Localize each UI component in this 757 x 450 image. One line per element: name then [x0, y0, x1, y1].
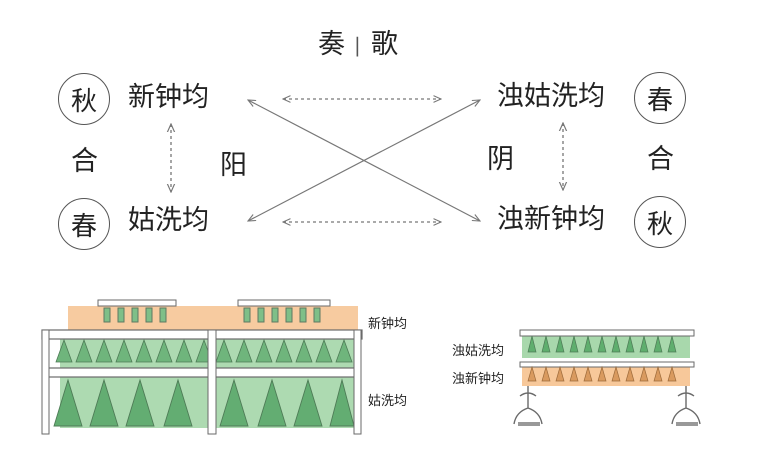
- left-mid-char: 合: [71, 146, 98, 177]
- top-left-char: 奏: [318, 29, 345, 60]
- right-yinyang: 阴: [487, 144, 514, 175]
- right-top-label: 浊姑洗均: [497, 81, 605, 112]
- right-mid-char: 合: [647, 144, 674, 175]
- right-illus-top-label: 浊姑洗均: [452, 344, 505, 359]
- cross-line-b: [248, 100, 480, 221]
- top-divider: |: [354, 33, 361, 57]
- left-top-label: 新钟均: [128, 82, 209, 113]
- left-bottom-circle: 春: [58, 198, 110, 250]
- left-illus-bottom-label: 姑洗均: [368, 394, 408, 409]
- top-right-char: 歌: [371, 29, 398, 60]
- right-bottom-circle: 秋: [634, 196, 686, 248]
- right-bottom-label: 浊新钟均: [497, 204, 605, 235]
- left-bell-rack-illustration: [41, 299, 363, 435]
- right-illus-bottom-label: 浊新钟均: [452, 372, 505, 387]
- left-yinyang: 阳: [220, 150, 247, 181]
- right-frame-illustration: [513, 329, 701, 426]
- left-bottom-label: 姑洗均: [128, 205, 209, 236]
- left-top-circle: 秋: [58, 73, 110, 125]
- right-top-circle: 春: [634, 72, 686, 124]
- left-illus-top-label: 新钟均: [368, 317, 408, 332]
